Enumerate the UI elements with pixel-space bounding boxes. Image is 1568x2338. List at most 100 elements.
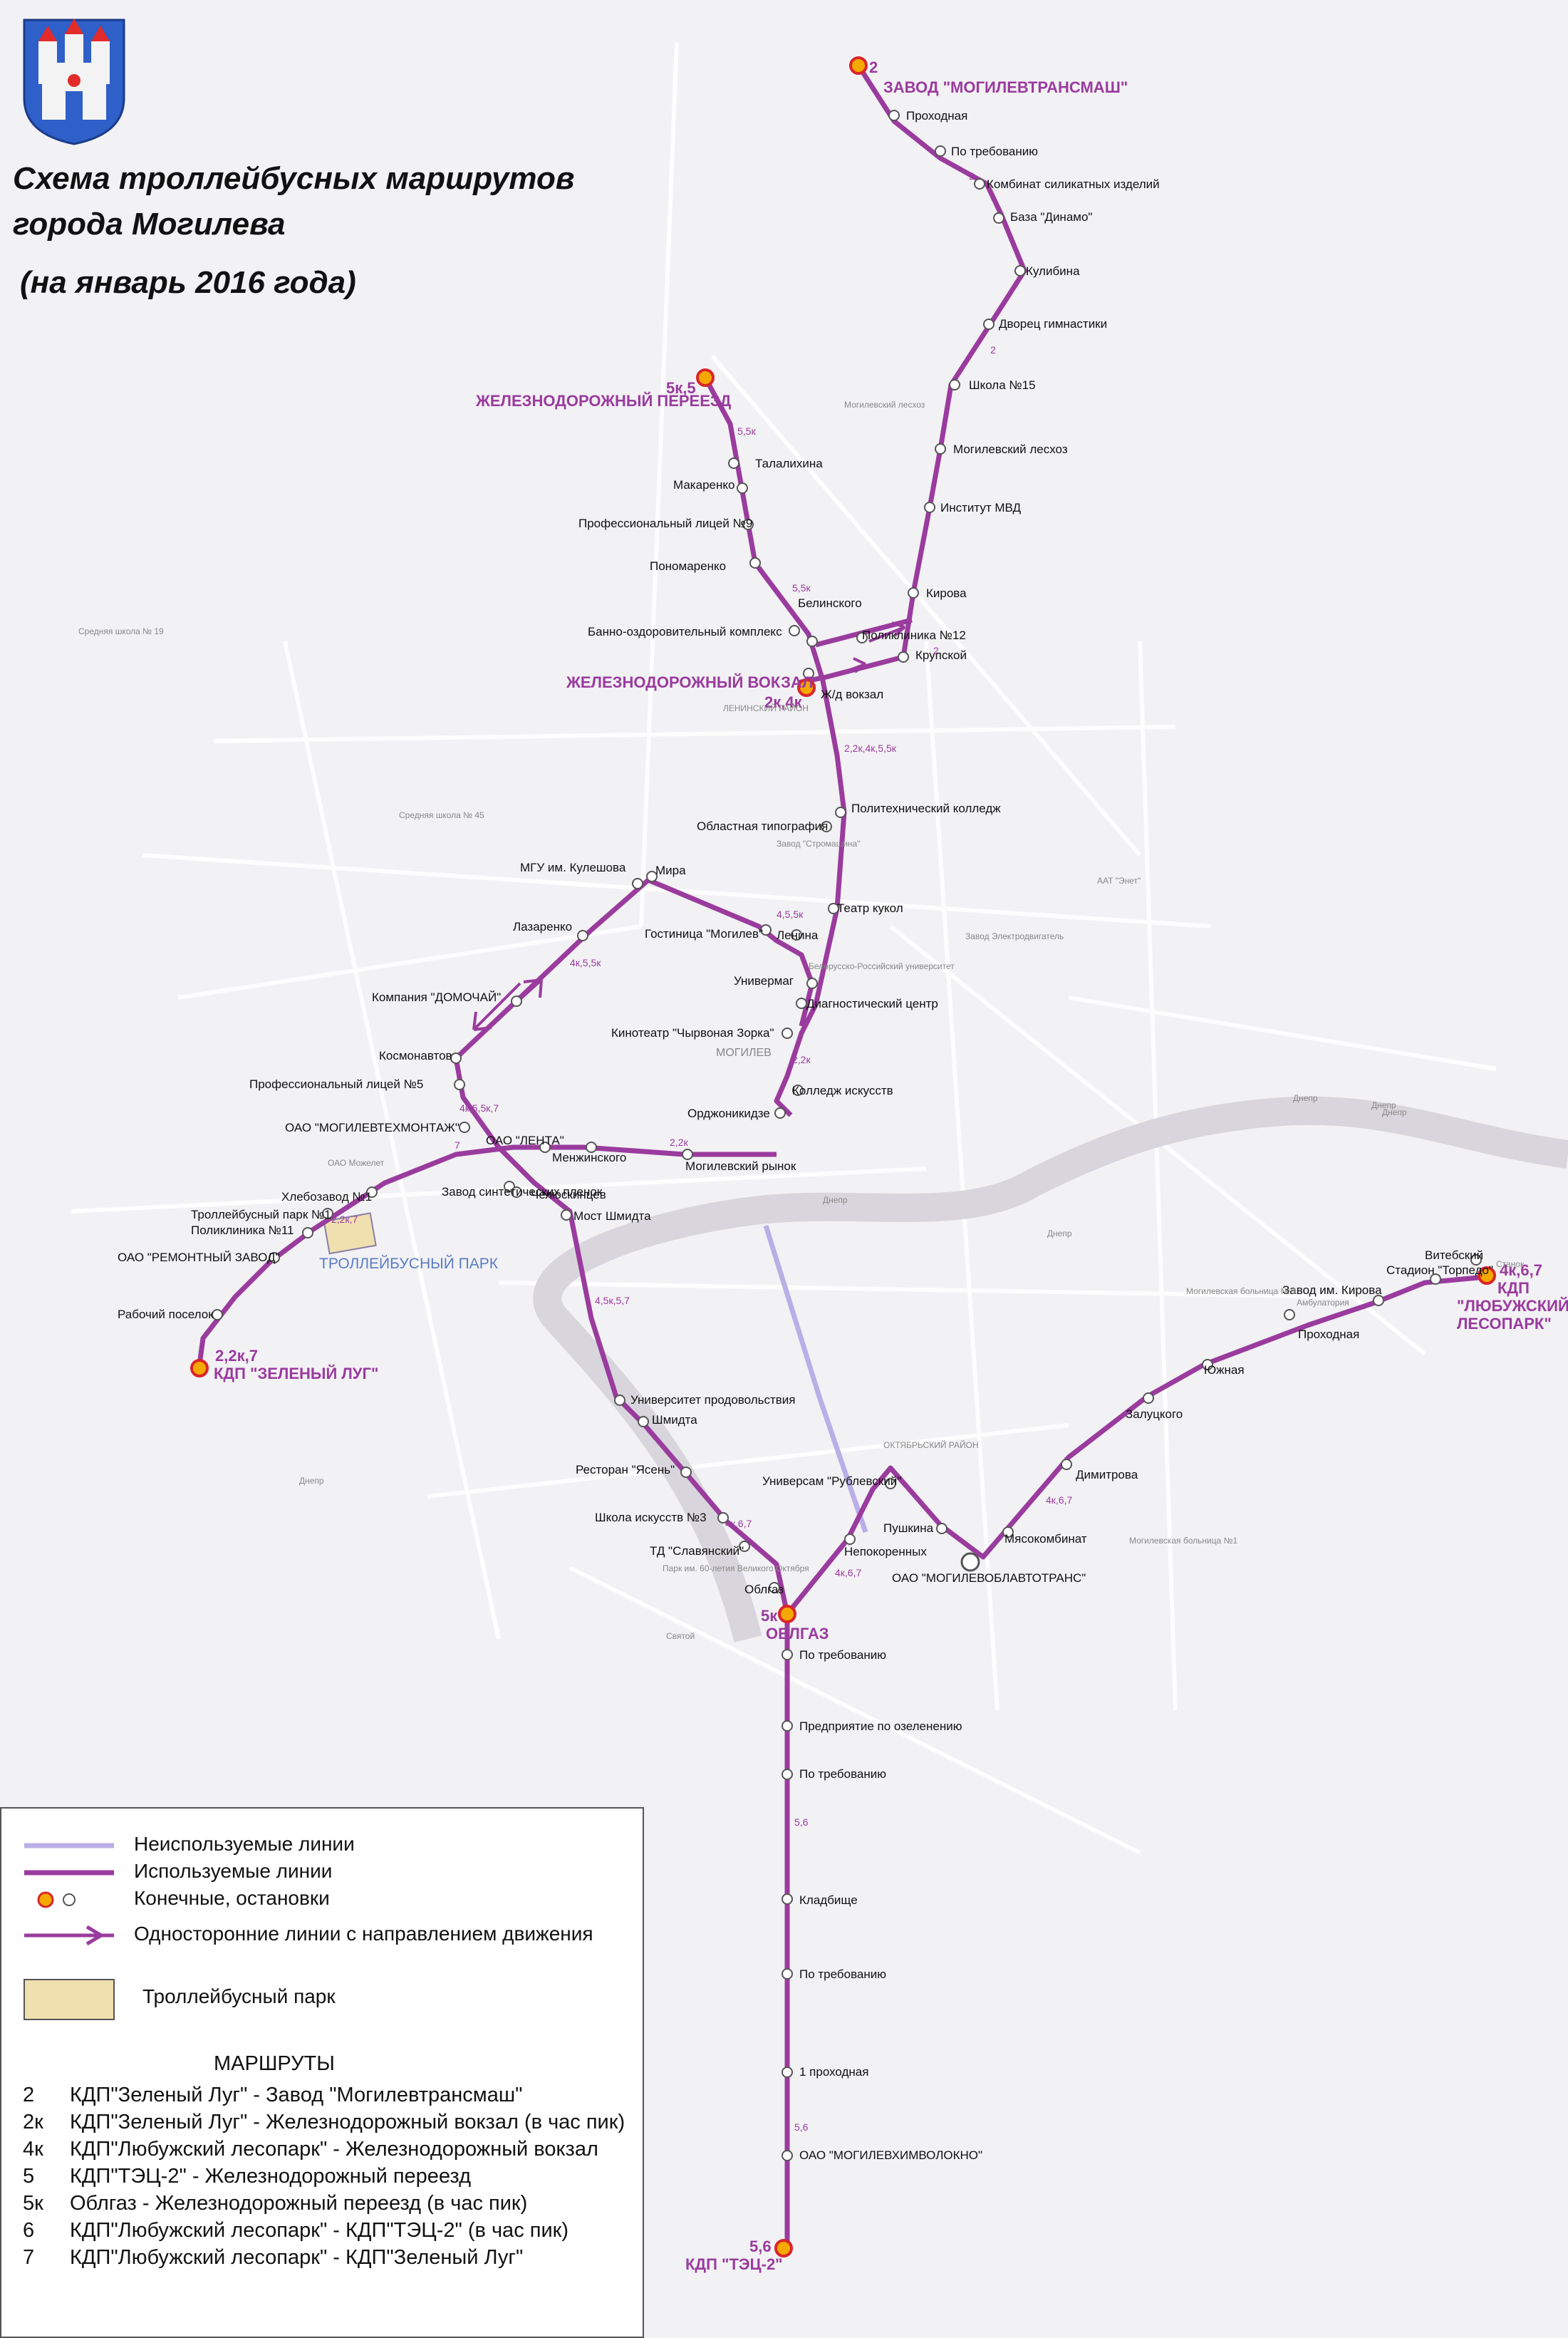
legend-stops-label: Конечные, остановки bbox=[134, 1887, 330, 1909]
map-text: Парк им. 60-летия Великого Октября bbox=[663, 1563, 809, 1573]
segment-label: 5,6 bbox=[794, 1816, 809, 1828]
tec-code: 5,6 bbox=[749, 2238, 772, 2255]
map-title-line1: Схема троллейбусных маршрутов bbox=[13, 161, 575, 196]
pereezd-code: 5к,5 bbox=[666, 379, 696, 397]
lyubuzh-label-2: "ЛЮБУЖСКИЙ bbox=[1457, 1297, 1568, 1315]
stop-label: Проходная bbox=[1298, 1328, 1359, 1341]
stop-label: Талалихина bbox=[755, 457, 823, 470]
stop-label: Мост Шмидта bbox=[573, 1209, 651, 1223]
oblgaz-code: 5к bbox=[761, 1607, 778, 1625]
segment-labels: 2 2 2 5,5к 5,5к 2,2к,4к,5,5к 4,5,5к 4к,5… bbox=[331, 170, 1072, 2133]
segment-label: 2,2к,4к,5,5к bbox=[844, 743, 897, 754]
map-title-line2: города Могилева bbox=[13, 207, 286, 242]
map-text: Амбулатория bbox=[1297, 1298, 1349, 1308]
segment-label: 5,5к bbox=[792, 582, 811, 594]
stop-label: ОАО "РЕМОНТНЫЙ ЗАВОД" bbox=[118, 1251, 280, 1264]
stop-label: По требованию bbox=[799, 1967, 886, 1981]
route-code: 2 bbox=[23, 2084, 35, 2106]
stop-label: Ж/д вокзал bbox=[821, 688, 883, 701]
stop-label: Банно-оздоровительный комплекс bbox=[588, 625, 782, 638]
stop-label: Рабочий поселок bbox=[118, 1308, 214, 1321]
stop-label: Ленина bbox=[777, 929, 819, 942]
stop-label: Театр кукол bbox=[837, 901, 903, 915]
stop-label: Проходная bbox=[906, 109, 967, 123]
depot-label: ТРОЛЛЕЙБУСНЫЙ ПАРК bbox=[319, 1255, 499, 1272]
oblgaz-label: ОБЛГАЗ bbox=[766, 1625, 829, 1643]
route-desc: КДП"Любужский лесопарк" - КДП"Зеленый Лу… bbox=[70, 2246, 524, 2269]
map-text: ОАО Можелет bbox=[328, 1158, 385, 1168]
route-code: 7 bbox=[23, 2246, 35, 2269]
segment-label: 2,2к bbox=[792, 1054, 811, 1065]
stop-label: ОАО "ЛЕНТА" bbox=[486, 1134, 564, 1147]
map-text: Днепр bbox=[1293, 1093, 1318, 1103]
stop-label: Диагностический центр bbox=[806, 997, 938, 1010]
stop-label: Завод им. Кирова bbox=[1282, 1283, 1382, 1297]
stop-label: По требованию bbox=[799, 1767, 886, 1781]
stop-label: МГУ им. Кулешова bbox=[520, 861, 626, 874]
terminal-markers bbox=[190, 56, 1496, 2257]
map-text: Средняя школа № 19 bbox=[78, 626, 164, 636]
tec-label: КДП "ТЭЦ-2" bbox=[685, 2255, 783, 2273]
segment-label: 4к,5,5к,7 bbox=[460, 1102, 499, 1114]
segment-label: 2 bbox=[990, 344, 996, 356]
legend-oneway-label: Односторонние линии с направлением движе… bbox=[134, 1923, 593, 1945]
segment-label: 7 bbox=[455, 1139, 460, 1151]
stop-label: ТД "Славянский" bbox=[650, 1544, 744, 1558]
stop-labels: Проходная По требованию Комбинат силикат… bbox=[118, 109, 1493, 2162]
stop-label: Кулибина bbox=[1026, 264, 1080, 278]
map-text: Могилевская больница №1 bbox=[1129, 1536, 1237, 1546]
map-text: МОГИЛЕВ bbox=[716, 1047, 772, 1059]
route-desc: Облгаз - Железнодорожный переезд (в час … bbox=[70, 2192, 528, 2215]
lyubuzh-label-1: КДП bbox=[1497, 1279, 1530, 1297]
stop-label: Кинотеатр "Чырвоная Зорка" bbox=[611, 1026, 774, 1040]
map-text: Станок bbox=[1496, 1259, 1525, 1269]
stop-label: Гостиница "Могилев" bbox=[645, 927, 763, 941]
stop-label: Универмаг bbox=[734, 974, 794, 988]
stop-label: ОАО "МОГИЛЕВХИМВОЛОКНО" bbox=[799, 2148, 982, 2162]
stop-label: По требованию bbox=[799, 1648, 886, 1662]
stop-label: База "Динамо" bbox=[1010, 210, 1092, 224]
stop-label: По требованию bbox=[951, 145, 1038, 158]
oblavtotrans-stop bbox=[960, 1552, 980, 1572]
lyubuzh-code: 4к,6,7 bbox=[1500, 1261, 1542, 1279]
map-text: ЛЕНИНСКИЙ РАЙОН bbox=[723, 703, 809, 713]
oneway-arrows bbox=[472, 621, 906, 1031]
segment-label: 5,6 bbox=[794, 2121, 809, 2133]
stop-label: Институт МВД bbox=[940, 501, 1022, 514]
stop-label: Дворец гимнастики bbox=[999, 317, 1107, 331]
map-text: Белорусско-Российский университет bbox=[809, 961, 955, 971]
map-text: ААТ "Энет" bbox=[1097, 876, 1141, 886]
legend-oneway-arrow bbox=[85, 1925, 105, 1946]
zavod-label: ЗАВОД "МОГИЛЕВТРАНСМАШ" bbox=[883, 78, 1128, 96]
coat-of-arms-logo bbox=[23, 19, 125, 145]
vokzal-label: ЖЕЛЕЗНОДОРОЖНЫЙ ВОКЗАЛ bbox=[566, 673, 813, 691]
stop-label: Кирова bbox=[926, 586, 967, 600]
segment-label: 4к,6,7 bbox=[725, 1518, 752, 1529]
route-code: 5к bbox=[23, 2192, 43, 2215]
stop-label: ОАО "МОГИЛЕВОБЛАВТОТРАНС" bbox=[892, 1571, 1086, 1585]
legend-used-label: Используемые линии bbox=[134, 1860, 333, 1882]
legend-depot bbox=[24, 1979, 115, 2020]
stop-label: Витебский bbox=[1425, 1248, 1483, 1262]
stop-label: Челюскинцев bbox=[531, 1188, 606, 1201]
route-code: 4к bbox=[23, 2138, 43, 2161]
map-text: Днепр bbox=[1382, 1107, 1407, 1117]
map-text: Завод Электродвигатель bbox=[965, 931, 1064, 941]
dnieper-river bbox=[533, 1096, 1568, 1643]
stop-label: Ресторан "Ясень" bbox=[576, 1463, 675, 1476]
stop-label: Поликлиника №11 bbox=[191, 1224, 294, 1237]
stop-label: Пономаренко bbox=[650, 559, 726, 573]
map-text: Святой bbox=[666, 1631, 695, 1641]
segment-label: 2 bbox=[969, 170, 975, 182]
stop-label: ОАО "МОГИЛЕВТЕХМОНТАЖ" bbox=[285, 1121, 460, 1134]
stop-label: Шмидта bbox=[652, 1413, 697, 1427]
route-desc: КДП"Зеленый Луг" - Железнодорожный вокза… bbox=[70, 2111, 625, 2133]
segment-label: 4к,5,5к bbox=[570, 957, 601, 968]
legend-panel: Неиспользуемые линии Используемые линии … bbox=[0, 1807, 644, 2338]
zeleny-code: 2,2к,7 bbox=[215, 1347, 258, 1365]
legend-terminal bbox=[37, 1891, 54, 1908]
stop-label: Менжинского bbox=[552, 1151, 626, 1164]
route-code: 5 bbox=[23, 2165, 35, 2188]
stop-label: Профессиональный лицей №9 bbox=[578, 517, 752, 530]
